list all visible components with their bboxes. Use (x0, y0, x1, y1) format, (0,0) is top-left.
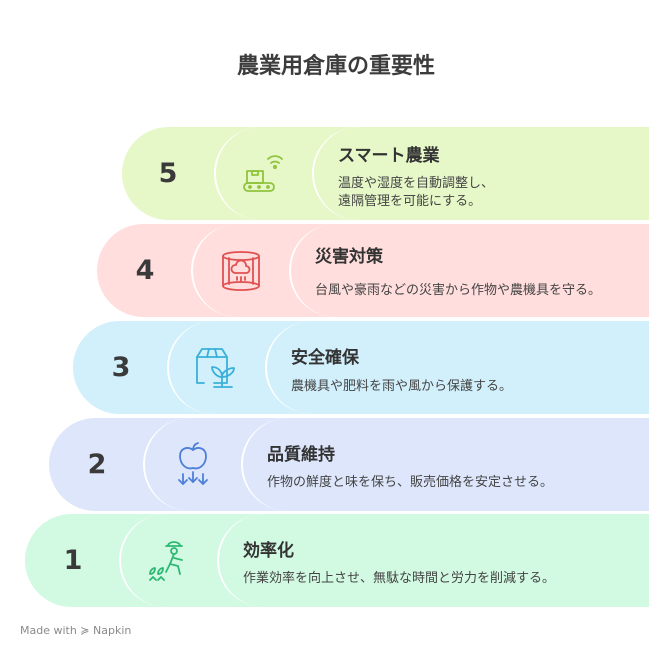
page-title: 農業用倉庫の重要性 (236, 54, 435, 79)
tier-5: 5 スマート農業 温度や湿度を自動調整し、 遠隔管理を可能にする。 (122, 127, 649, 220)
tier-5-text-cell (312, 127, 649, 220)
tier-1-heading: 効率化 (243, 541, 294, 561)
tier-1-description: 作業効率を向上させ、無駄な時間と労力を削減する。 (243, 571, 556, 586)
apple-arrows-icon (168, 440, 218, 490)
tier-2-text-cell (241, 418, 649, 511)
tier-5-number: 5 (158, 158, 178, 189)
tier-2: 2 品質維持 作物の鮮度と味を保ち、販売価格を安定させる。 (49, 418, 649, 511)
tier-3-heading: 安全確保 (291, 348, 359, 368)
tier-3-text-cell (265, 321, 649, 414)
tier-1-number: 1 (63, 545, 83, 576)
tier-4-description: 台風や豪雨などの災害から作物や農機具を守る。 (315, 283, 602, 298)
tier-3: 3 安全確保 農機具や肥料を雨や風から保護する。 (73, 321, 649, 414)
tier-5-description-line1: 温度や湿度を自動調整し、 (338, 176, 495, 191)
conveyor-wifi-icon (239, 149, 289, 199)
tier-1: 1 効率化 作業効率を向上させ、無駄な時間と労力を削減する。 (25, 514, 649, 607)
tier-4-heading: 災害対策 (315, 247, 383, 267)
farmer-planting-icon (144, 536, 194, 586)
storm-shield-icon (216, 246, 266, 296)
tier-3-number: 3 (111, 352, 131, 383)
tier-5-heading: スマート農業 (338, 146, 440, 166)
tier-2-description: 作物の鮮度と味を保ち、販売価格を安定させる。 (267, 475, 554, 490)
tier-3-description: 農機具や肥料を雨や風から保護する。 (291, 379, 513, 394)
tier-2-number: 2 (87, 449, 107, 480)
tier-4-text-cell (289, 224, 649, 317)
tier-4: 4 災害対策 台風や豪雨などの災害から作物や農機具を守る。 (97, 224, 649, 317)
tier-2-heading: 品質維持 (267, 445, 335, 465)
tier-1-text-cell (217, 514, 649, 607)
box-sprout-icon (192, 343, 242, 393)
tier-5-description-line2: 遠隔管理を可能にする。 (338, 194, 482, 209)
napkin-credit: Made with ≽ Napkin (20, 624, 132, 637)
tier-4-number: 4 (135, 255, 155, 286)
